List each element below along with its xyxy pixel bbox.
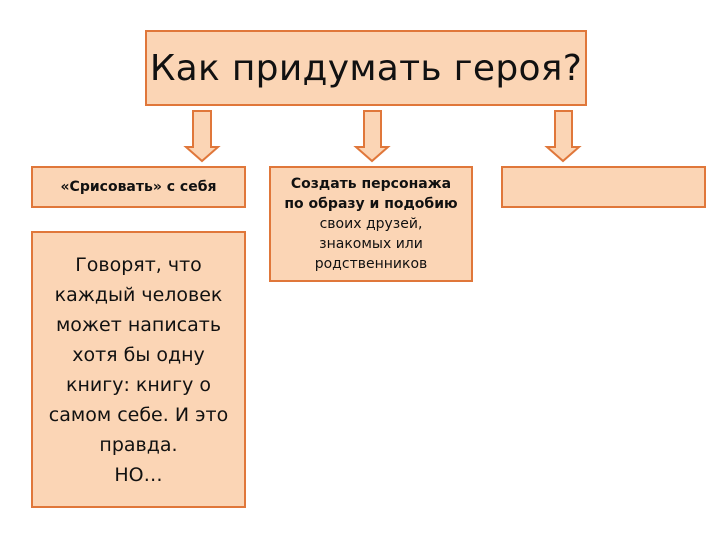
option-friends-line: своих друзей, (319, 216, 423, 232)
page-title: Как придумать героя? (149, 47, 583, 89)
note-line: книгу: книгу о (65, 373, 212, 396)
option-box-friends: Создать персонажа по образу и подобию св… (269, 166, 473, 282)
note-box: Говорят, что каждый человек может написа… (31, 231, 246, 508)
option-friends-line: знакомых или (319, 236, 423, 252)
note-line: НО… (114, 463, 163, 486)
option-friends-bold-line: по образу и подобию (284, 196, 458, 212)
option-friends-bold-line: Создать персонажа (290, 176, 452, 192)
note-line: правда. (99, 433, 178, 456)
note-line: может написать (55, 313, 222, 336)
title-box: Как придумать героя? (145, 30, 587, 106)
down-arrow-icon (183, 110, 221, 163)
note-line: хотя бы одну (72, 343, 205, 366)
option-self-text: «Срисовать» с себя (60, 179, 217, 195)
note-line: Говорят, что (75, 253, 202, 276)
down-arrow-icon (544, 110, 582, 163)
note-line: каждый человек (54, 283, 223, 306)
note-line: самом себе. И это (48, 403, 229, 426)
option-friends-line: родственников (314, 256, 428, 272)
option-box-empty (501, 166, 706, 208)
down-arrow-icon (353, 110, 391, 163)
option-box-self: «Срисовать» с себя (31, 166, 246, 208)
